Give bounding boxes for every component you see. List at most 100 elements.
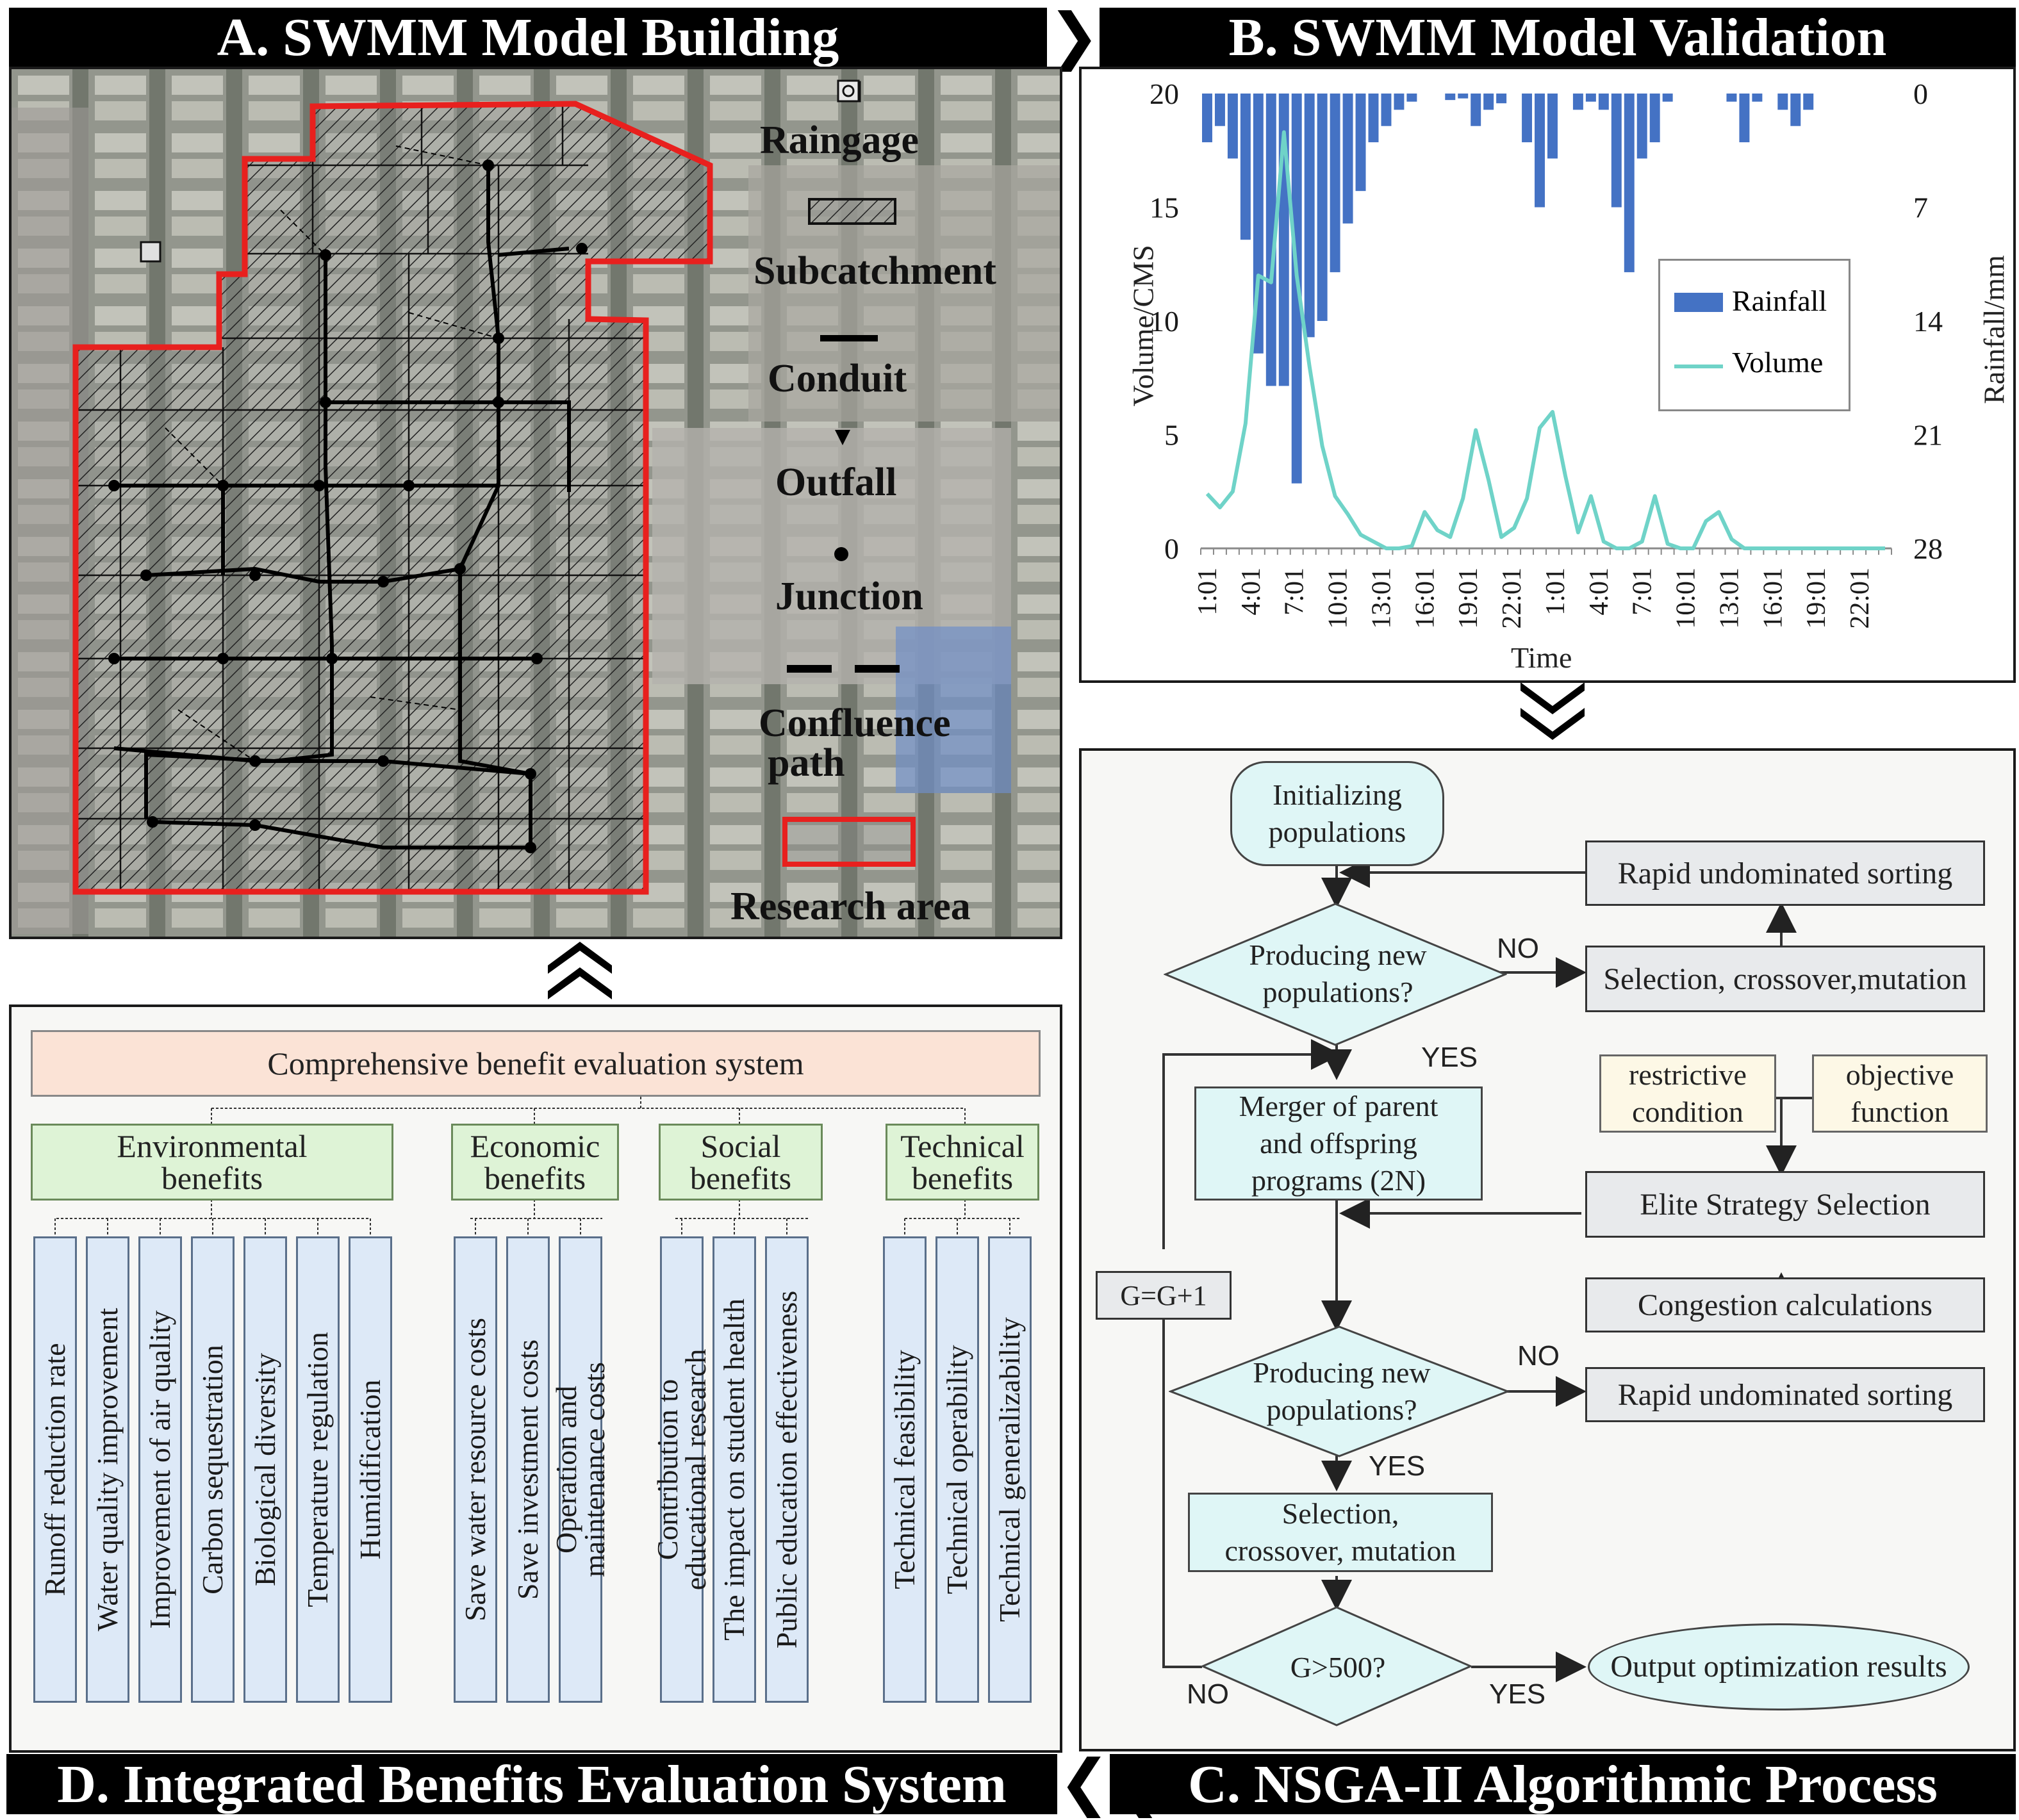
y-left-tick-label: 5 [1164,419,1179,452]
indicator-label: Improvement of air quality [144,1311,176,1629]
y-axis-left-label: Volume/CMS [1126,245,1160,407]
panel-d-title-bar: D. Integrated Benefits Evaluation System [6,1754,1057,1814]
decision2-diamond [1169,1325,1510,1457]
x-tick-label: 7:01 [1628,568,1658,616]
indicator-label-line: Save investment costs [511,1339,544,1600]
merger-line1: Merger of parent [1239,1090,1438,1122]
y-right-tick-label: 7 [1913,192,1928,224]
merger-line3: programs (2N) [1251,1164,1426,1197]
legend-conduit: Conduit [768,357,907,400]
init-line2: populations [1268,816,1406,848]
legend-rainfall-label: Rainfall [1732,284,1827,317]
decision1-line2: populations? [1262,976,1413,1008]
indicator-label: Public education effectiveness [770,1290,803,1649]
evaluation-root: Comprehensive benefit evaluation system [31,1030,1041,1097]
selection-right-text: Selection, crossover,mutation [1603,962,1967,996]
y-right-tick-label: 28 [1913,532,1943,565]
indicator-label-line: educational research [679,1349,712,1591]
legend-subcatchment: Subcatchment [754,249,996,293]
indicator-item: The impact on student health [713,1236,756,1703]
indicator-label: Save water resource costs [459,1318,491,1621]
category-technical: Technical benefits [886,1124,1039,1201]
x-tick-label: 1:01 [1541,568,1570,616]
merger-line2: and offspring [1260,1127,1417,1160]
indicator-item: Biological diversity [243,1236,287,1703]
rapid-sort-top-node: Rapid undominated sorting [1585,840,1985,906]
y-left-tick-label: 15 [1150,192,1179,224]
confluence-path-legend-icon [787,665,900,673]
category-environmental-line2: benefits [161,1160,263,1196]
rainfall-bar [1355,94,1366,192]
rainfall-bar [1483,94,1494,110]
rapid-sort-bottom-text: Rapid undominated sorting [1617,1377,1953,1412]
indicator-label-line: Public education effectiveness [770,1290,803,1649]
category-economic-line2: benefits [484,1160,586,1196]
indicator-item: Technical feasibility [883,1236,927,1703]
evaluation-root-text: Comprehensive benefit evaluation system [267,1045,804,1081]
legend-volume-swatch [1674,365,1723,368]
decision1-no: NO [1497,933,1539,964]
indicator-label-line: Temperature regulation [301,1332,334,1607]
outfall-legend-icon [835,430,850,445]
elite-strategy-node: Elite Strategy Selection [1585,1171,1985,1238]
up-chevron-icon [548,942,612,999]
indicator-item: Runoff reduction rate [33,1236,77,1703]
rainfall-bar [1752,94,1763,102]
decision1-yes: YES [1421,1042,1478,1073]
y-left-tick-label: 0 [1164,532,1179,565]
rainfall-bar [1330,94,1340,272]
x-tick-label: 16:01 [1758,568,1788,629]
rainfall-bar [1624,94,1635,272]
y-left-tick-label: 10 [1150,305,1179,338]
rainfall-bar [1342,94,1353,224]
category-social: Social benefits [659,1124,823,1201]
x-tick-label: 22:01 [1845,568,1875,629]
rainfall-bar [1636,94,1647,159]
x-tick-label: 16:01 [1410,568,1440,629]
rainfall-bar [1572,94,1583,110]
panel-a-title: A. SWMM Model Building [217,7,839,67]
down-chevron-icon [1520,682,1585,740]
indicator-label-line: Humidification [354,1379,386,1560]
indicator-label-line: Runoff reduction rate [38,1343,71,1596]
indicator-label: Temperature regulation [301,1332,334,1607]
elite-strategy-text: Elite Strategy Selection [1640,1187,1931,1222]
x-tick-label: 10:01 [1672,568,1701,629]
congestion-node: Congestion calculations [1585,1277,1985,1332]
x-tick-label: 19:01 [1802,568,1831,629]
rainfall-bar [1547,94,1558,159]
rainfall-bar [1496,94,1507,104]
research-area-legend-icon [782,817,916,867]
rainfall-bar [1535,94,1545,208]
panel-d-title: D. Integrated Benefits Evaluation System [57,1754,1007,1814]
legend-volume-label: Volume [1732,346,1824,379]
indicator-item: Public education effectiveness [765,1236,809,1703]
panel-c-title-bar: C. NSGA-II Algorithmic Process [1110,1754,2016,1814]
decision3-text: G>500? [1290,1650,1386,1684]
chart-legend: Rainfall Volume [1658,259,1850,411]
y-right-tick-label: 14 [1913,305,1943,338]
selection-left-line1: Selection, [1281,1497,1399,1530]
rainfall-bar [1522,94,1533,143]
indicator-item: Water quality improvement [86,1236,129,1703]
rainfall-bar [1803,94,1814,110]
decision1-diamond [1164,903,1507,1046]
indicator-label-line: Technical generalizability [993,1317,1026,1622]
decision2-text: Producing new populations? [1226,1354,1457,1429]
indicator-label-line: Technical feasibility [888,1350,921,1589]
volume-line [1205,130,1885,550]
output-text: Output optimization results [1610,1650,1947,1684]
rainfall-bar [1471,94,1481,126]
indicator-item: Temperature regulation [296,1236,340,1703]
rainfall-bar [1214,94,1225,126]
category-environmental-line1: Environmental [117,1128,308,1164]
decision1-text: Producing new populations? [1223,937,1453,1011]
y-left-tick-label: 20 [1150,78,1179,110]
rainfall-bar [1790,94,1801,126]
legend-confluence-line1: Confluence [759,701,951,745]
decision3-no: NO [1187,1678,1229,1710]
decision3-diamond [1201,1606,1472,1726]
decision3-yes: YES [1489,1678,1546,1710]
congestion-text: Congestion calculations [1638,1288,1932,1322]
